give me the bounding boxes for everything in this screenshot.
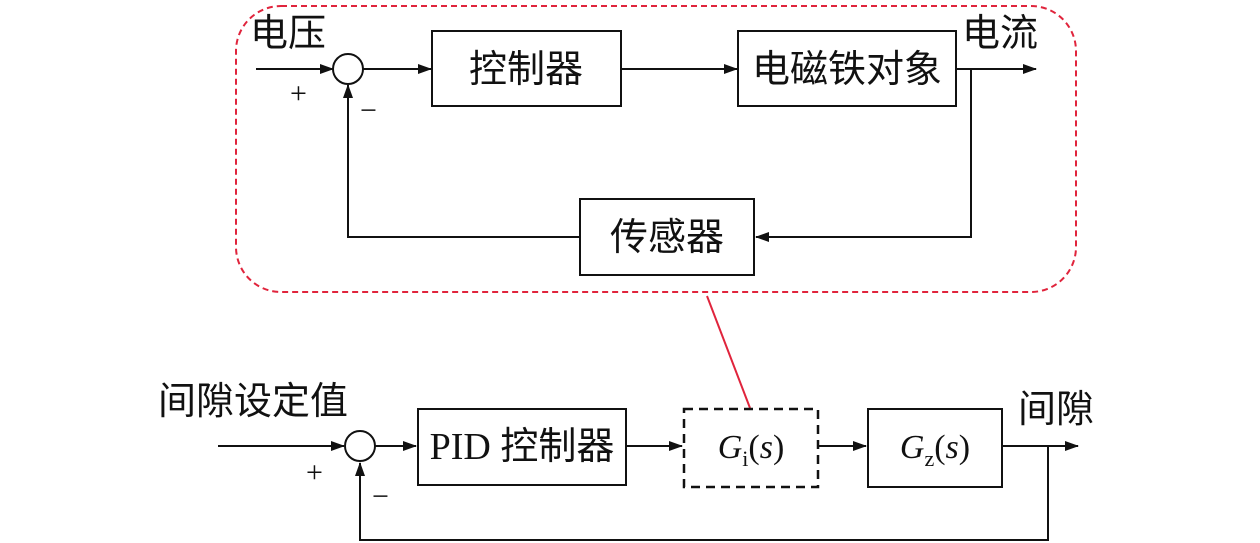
plant-block [737,30,957,107]
gz-block [867,408,1003,488]
gz-label: Gz(s) [900,429,970,471]
pid-controller-label: PID 控制器 [430,426,615,468]
outer-input-label: 间隙设定值 [158,381,348,423]
inner-feedback-to-sensor [755,69,972,242]
outer-minus-sign: − [372,480,389,513]
outer-output-label: 间隙 [1018,389,1094,431]
outer-summing-junction [344,430,376,462]
inner-summing-junction [332,53,364,85]
inner-loop-highlight [235,5,1077,293]
inner-input-label: 电压 [250,13,326,55]
sensor-label: 传感器 [610,217,724,259]
gi-label: Gi(s) [718,429,785,471]
inner-output-label: 电流 [962,13,1038,55]
gi-block [682,407,820,489]
outer-plus-sign: + [306,456,323,489]
inner-plus-sign: + [290,77,307,110]
inner-minus-sign: − [360,94,377,127]
highlight-connector-line [706,295,751,409]
controller-block [431,30,622,107]
plant-label: 电磁铁对象 [752,49,942,91]
sensor-to-sum-arrow [343,84,580,238]
outer-feedback-arrow [355,446,1049,541]
controller-label: 控制器 [469,49,583,91]
sensor-block [579,198,755,276]
